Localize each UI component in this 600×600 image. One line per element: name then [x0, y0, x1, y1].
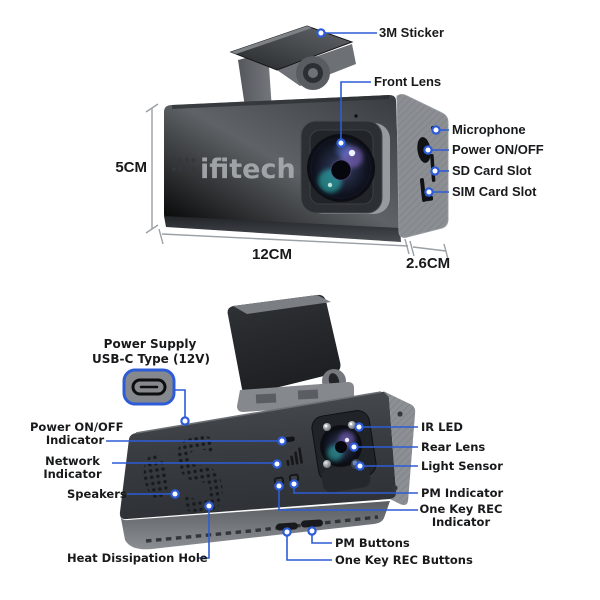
leader-dots-rear — [170, 416, 365, 537]
callout-ir-led: IR LED — [421, 420, 463, 434]
power-indicator-line1: Power ON/OFF — [30, 420, 124, 434]
callout-rec-buttons: One Key REC Buttons — [335, 553, 473, 567]
leader-lines-front — [321, 32, 449, 193]
side-panel — [396, 94, 449, 238]
callout-power-supply: Power Supply USB-C Type (12V) — [92, 337, 210, 367]
callout-sd-card-slot: SD Card Slot — [452, 163, 532, 178]
mic-hole — [354, 114, 358, 118]
front-lens-module — [300, 114, 390, 214]
network-signal-bars — [286, 447, 303, 466]
ir-led — [323, 460, 331, 468]
callout-sim-card-slot: SIM Card Slot — [452, 184, 537, 199]
power-supply-line2: USB-C Type (12V) — [92, 352, 210, 366]
sim-card-slot — [419, 178, 427, 202]
dashcam-front-view: ifitech — [145, 25, 449, 260]
callout-network-indicator: Network Indicator — [35, 455, 110, 481]
rec-buttons — [300, 519, 323, 528]
rec-indicator-line1: One Key REC — [419, 502, 503, 516]
dashcam-rear-view: S — [106, 294, 418, 561]
callout-rec-indicator: One Key REC Indicator — [419, 503, 503, 529]
speaker-holes — [171, 157, 196, 172]
callout-light-sensor: Light Sensor — [421, 459, 503, 473]
dimension-depth: 2.6CM — [406, 255, 451, 272]
network-line2: Indicator — [43, 467, 102, 481]
side-panel-rear — [383, 391, 416, 505]
ir-led — [348, 421, 356, 429]
rec-indicator-line2: Indicator — [431, 515, 491, 529]
leader-dots-front — [316, 28, 441, 197]
speaker-pattern — [143, 455, 169, 499]
callout-power-onoff: Power ON/OFF — [452, 142, 544, 157]
callout-pm-buttons: PM Buttons — [335, 536, 410, 550]
leader-lines-rear — [106, 389, 418, 561]
callout-heat-hole: Heat Dissipation Hole — [67, 551, 208, 565]
power-supply-line1: Power Supply — [103, 337, 197, 351]
callout-3m-sticker: 3M Sticker — [379, 25, 445, 40]
callout-speakers: Speakers — [67, 487, 127, 501]
callout-rear-lens: Rear Lens — [421, 440, 486, 454]
dimension-lines — [145, 103, 449, 260]
dimension-height: 5CM — [115, 159, 147, 176]
callout-pm-indicator: PM Indicator — [421, 486, 504, 500]
mount-plate — [227, 294, 341, 395]
dimension-length: 12CM — [252, 246, 293, 263]
network-line1: Network — [45, 454, 100, 468]
callout-front-lens: Front Lens — [374, 74, 442, 89]
ir-led — [323, 423, 331, 431]
usb-c-icon — [122, 368, 176, 406]
pm-buttons — [275, 522, 298, 531]
power-indicator-line2: Indicator — [45, 433, 105, 447]
vent-dashes — [145, 515, 379, 543]
callout-microphone: Microphone — [452, 122, 526, 137]
brand-logo: ifitech — [200, 154, 296, 185]
callout-power-indicator: Power ON/OFF Indicator — [30, 420, 124, 447]
